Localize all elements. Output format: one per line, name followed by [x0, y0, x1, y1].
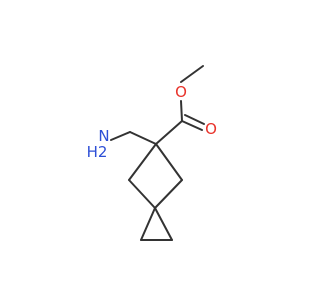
- amine-nitrogen-label: N: [98, 127, 109, 145]
- methyl-to-oxygen-bond: [180, 65, 204, 83]
- quaternary-carbon-to-methylene-bond: [129, 131, 157, 145]
- methylene-to-nitrogen-bond: [110, 131, 131, 141]
- carbonyl-double-bond-2: [184, 114, 205, 125]
- molecule-structure-diagram: O O N H2: [87, 65, 217, 241]
- carbonyl-to-quaternary-carbon-bond: [155, 120, 183, 145]
- cyclobutane-bond-top-left: [128, 143, 157, 181]
- cyclopropane-bond-right: [154, 207, 173, 241]
- cyclobutane-bond-bottom-left: [128, 179, 156, 209]
- cyclobutane-bond-top-right: [155, 143, 183, 181]
- carbonyl-double-bond-1: [181, 120, 203, 131]
- oxygen-to-carbonyl-carbon-bond: [180, 100, 183, 122]
- methoxy-oxygen-label: O: [175, 83, 187, 101]
- amine-hydrogen-label: H2: [87, 143, 108, 161]
- cyclobutane-bond-bottom-right: [154, 179, 183, 209]
- carbonyl-oxygen-label: O: [205, 120, 217, 138]
- cyclopropane-bond-left: [140, 207, 156, 241]
